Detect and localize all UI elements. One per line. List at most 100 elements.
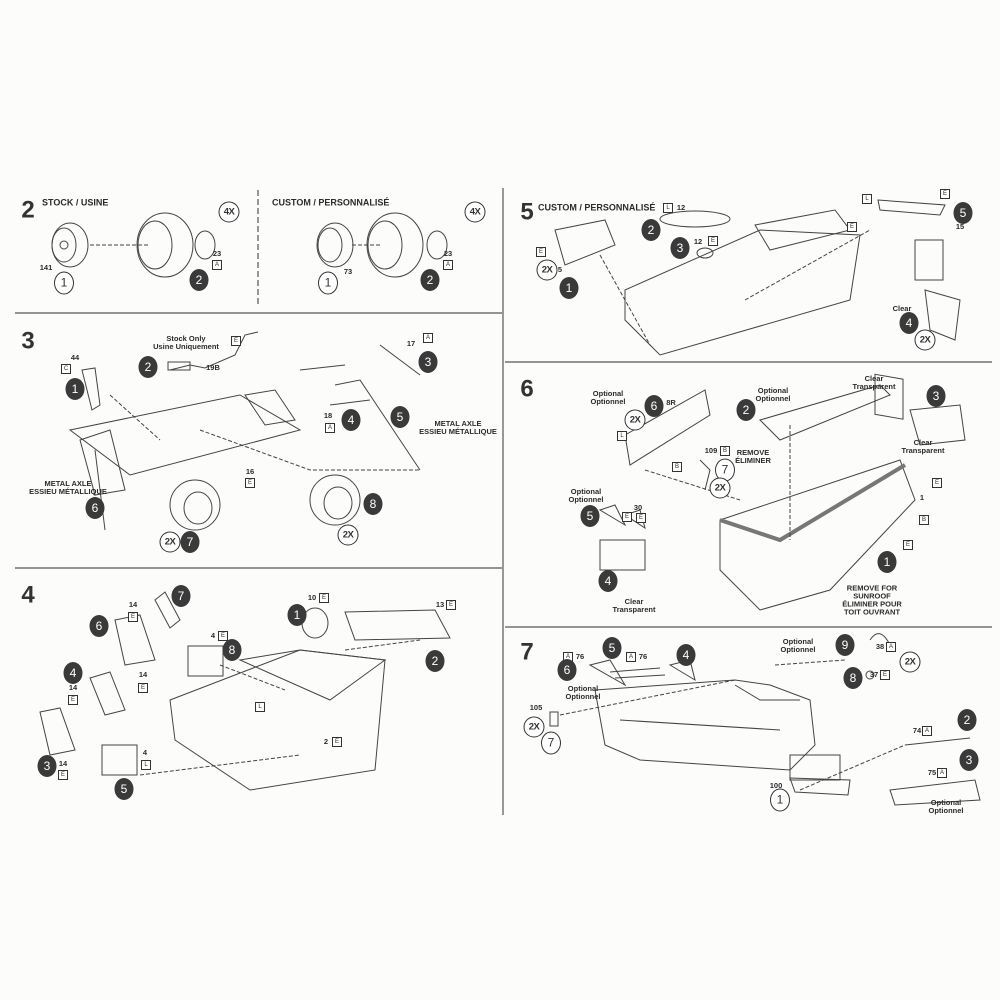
step-7-part-callout-filled: 5 bbox=[602, 637, 622, 659]
step-6-instruction-note: REMOVE FOR SUNROOF ÉLIMINER POUR TOIT OU… bbox=[842, 583, 902, 616]
step-3-part-number: 18 bbox=[323, 411, 333, 421]
step-7-part-callout-filled: 8 bbox=[843, 667, 863, 689]
step-2-quantity-badge: 4X bbox=[464, 201, 486, 223]
step-6-sprue-tree-letter: E bbox=[636, 513, 646, 523]
step-2-part-number: 73 bbox=[343, 267, 353, 277]
step-5-sprue-tree-letter: E bbox=[536, 247, 546, 257]
step-4-sprue-tree-letter: L bbox=[141, 760, 151, 770]
step-5-step-title: CUSTOM / PERSONNALISÉ bbox=[538, 202, 656, 213]
step-3-part-number: 19B bbox=[206, 363, 220, 373]
step-6-quantity-badge: 2X bbox=[709, 477, 731, 499]
step-3-sprue-tree-letter: A bbox=[325, 423, 335, 433]
step-6-part-number: 8R bbox=[666, 398, 676, 408]
step-2-step-title: CUSTOM / PERSONNALISÉ bbox=[272, 197, 390, 208]
step-6-part-callout-filled: 3 bbox=[926, 385, 946, 407]
step-6-part-number: 109 bbox=[704, 446, 718, 456]
step-7-part-number: 105 bbox=[529, 703, 543, 713]
step-5-part-callout-filled: 4 bbox=[899, 312, 919, 334]
step-4-sprue-tree-letter: E bbox=[138, 683, 148, 693]
step-4-part-callout-filled: 5 bbox=[114, 778, 134, 800]
step-7-part-number: 76 bbox=[575, 652, 585, 662]
step-3-part-callout-filled: 6 bbox=[85, 497, 105, 519]
step-5-sprue-tree-letter: L bbox=[862, 194, 872, 204]
step-2-sprue-tree-letter: A bbox=[443, 260, 453, 270]
step-4-sprue-tree-letter: E bbox=[58, 770, 68, 780]
step-4-part-number: 13 bbox=[435, 600, 445, 610]
step-2-sprue-tree-letter: A bbox=[212, 260, 222, 270]
step-5-part-callout-filled: 1 bbox=[559, 277, 579, 299]
step-5-quantity-badge: 2X bbox=[914, 329, 936, 351]
step-4-sprue-tree-letter: E bbox=[68, 695, 78, 705]
step-4-part-number: 14 bbox=[138, 670, 148, 680]
step-6-sprue-tree-letter: E bbox=[903, 540, 913, 550]
step-7-sprue-tree-letter: A bbox=[886, 642, 896, 652]
step-3-quantity-badge: 2X bbox=[337, 524, 359, 546]
step-7-quantity-badge: 2X bbox=[899, 651, 921, 673]
step-6-instruction-note: REMOVE ÉLIMINER bbox=[735, 448, 771, 465]
step-6-part-number: 1 bbox=[919, 493, 925, 503]
step-7-part-number: 100 bbox=[769, 781, 783, 791]
step-6-instruction-note: Clear Transparent bbox=[852, 374, 896, 391]
step-3-part-callout-filled: 2 bbox=[138, 356, 158, 378]
step-4-part-callout-filled: 4 bbox=[63, 662, 83, 684]
step-2-part-callout-filled: 2 bbox=[189, 269, 209, 291]
step-3-part-callout-filled: 3 bbox=[418, 351, 438, 373]
step-3-part-callout-filled: 7 bbox=[180, 531, 200, 553]
step-3-instruction-note: METAL AXLE ESSIEU MÉTALLIQUE bbox=[29, 479, 107, 496]
step-5-quantity-badge: 2X bbox=[536, 259, 558, 281]
step-6-instruction-note: Clear Transparent bbox=[612, 597, 656, 614]
panel-dividers bbox=[15, 188, 992, 815]
step-5-step-number: 5 bbox=[520, 198, 534, 226]
step-5-sprue-tree-letter: E bbox=[940, 189, 950, 199]
step-3-step-number: 3 bbox=[21, 327, 35, 355]
step-4-part-callout-filled: 7 bbox=[171, 585, 191, 607]
step-7-part-callout-filled: 2 bbox=[957, 709, 977, 731]
step-4-part-number: 14 bbox=[128, 600, 138, 610]
step-6-part-callout-filled: 2 bbox=[736, 399, 756, 421]
step-3-part-callout-filled: 5 bbox=[390, 406, 410, 428]
step-4-part-callout-filled: 6 bbox=[89, 615, 109, 637]
step-5-part-number: 15 bbox=[955, 222, 965, 232]
step-2-part-callout-filled: 2 bbox=[420, 269, 440, 291]
step-7-instruction-note: Optional Optionnel bbox=[928, 798, 964, 815]
step-3-part-number: 17 bbox=[406, 339, 416, 349]
step-5-part-callout-filled: 5 bbox=[953, 202, 973, 224]
step-2-quantity-badge: 4X bbox=[218, 201, 240, 223]
step-6-instruction-note: Optional Optionnel bbox=[568, 487, 604, 504]
step-7-step-number: 7 bbox=[520, 638, 534, 666]
step-5-sprue-tree-letter: E bbox=[708, 236, 718, 246]
step-3-sprue-tree-letter: C bbox=[61, 364, 71, 374]
step-4-part-callout-filled: 2 bbox=[425, 650, 445, 672]
step-2-step-number: 2 bbox=[21, 196, 35, 224]
step-4-part-callout-filled: 3 bbox=[37, 755, 57, 777]
step-4-sprue-tree-letter: E bbox=[218, 631, 228, 641]
step-5-part-number: 5 bbox=[557, 265, 563, 275]
step-7-sprue-tree-letter: A bbox=[922, 726, 932, 736]
step-7-part-callout-outline: 7 bbox=[541, 731, 561, 755]
step-6-sprue-tree-letter: B bbox=[672, 462, 682, 472]
step-5-part-number: 12 bbox=[693, 237, 703, 247]
step-7-instruction-note: Optional Optionnel bbox=[780, 637, 816, 654]
step-6-part-number: 30 bbox=[633, 503, 643, 513]
step-6-part-callout-filled: 5 bbox=[580, 505, 600, 527]
step-7-part-callout-outline: 1 bbox=[770, 788, 790, 812]
step-5-interior bbox=[554, 199, 961, 420]
step-7-sprue-tree-letter: E bbox=[880, 670, 890, 680]
step-7-quantity-badge: 2X bbox=[523, 716, 545, 738]
step-3-sprue-tree-letter: A bbox=[423, 333, 433, 343]
step-4-part-number: 2 bbox=[323, 737, 329, 747]
step-4-sprue-tree-letter: E bbox=[446, 600, 456, 610]
step-7-part-number: 75 bbox=[927, 768, 937, 778]
step-7-part-number: 37 bbox=[869, 670, 879, 680]
step-3-chassis bbox=[68, 331, 421, 531]
step-4-sprue-tree-letter: E bbox=[332, 737, 342, 747]
step-6-instruction-note: Clear Transparent bbox=[901, 438, 945, 455]
step-2-step-title: STOCK / USINE bbox=[42, 197, 109, 208]
step-5-part-callout-filled: 3 bbox=[670, 237, 690, 259]
step-3-part-callout-filled: 8 bbox=[363, 493, 383, 515]
step-3-part-callout-filled: 4 bbox=[341, 409, 361, 431]
step-3-part-callout-filled: 1 bbox=[65, 378, 85, 400]
step-4-part-number: 14 bbox=[68, 683, 78, 693]
step-2-part-number: 23 bbox=[212, 249, 222, 259]
